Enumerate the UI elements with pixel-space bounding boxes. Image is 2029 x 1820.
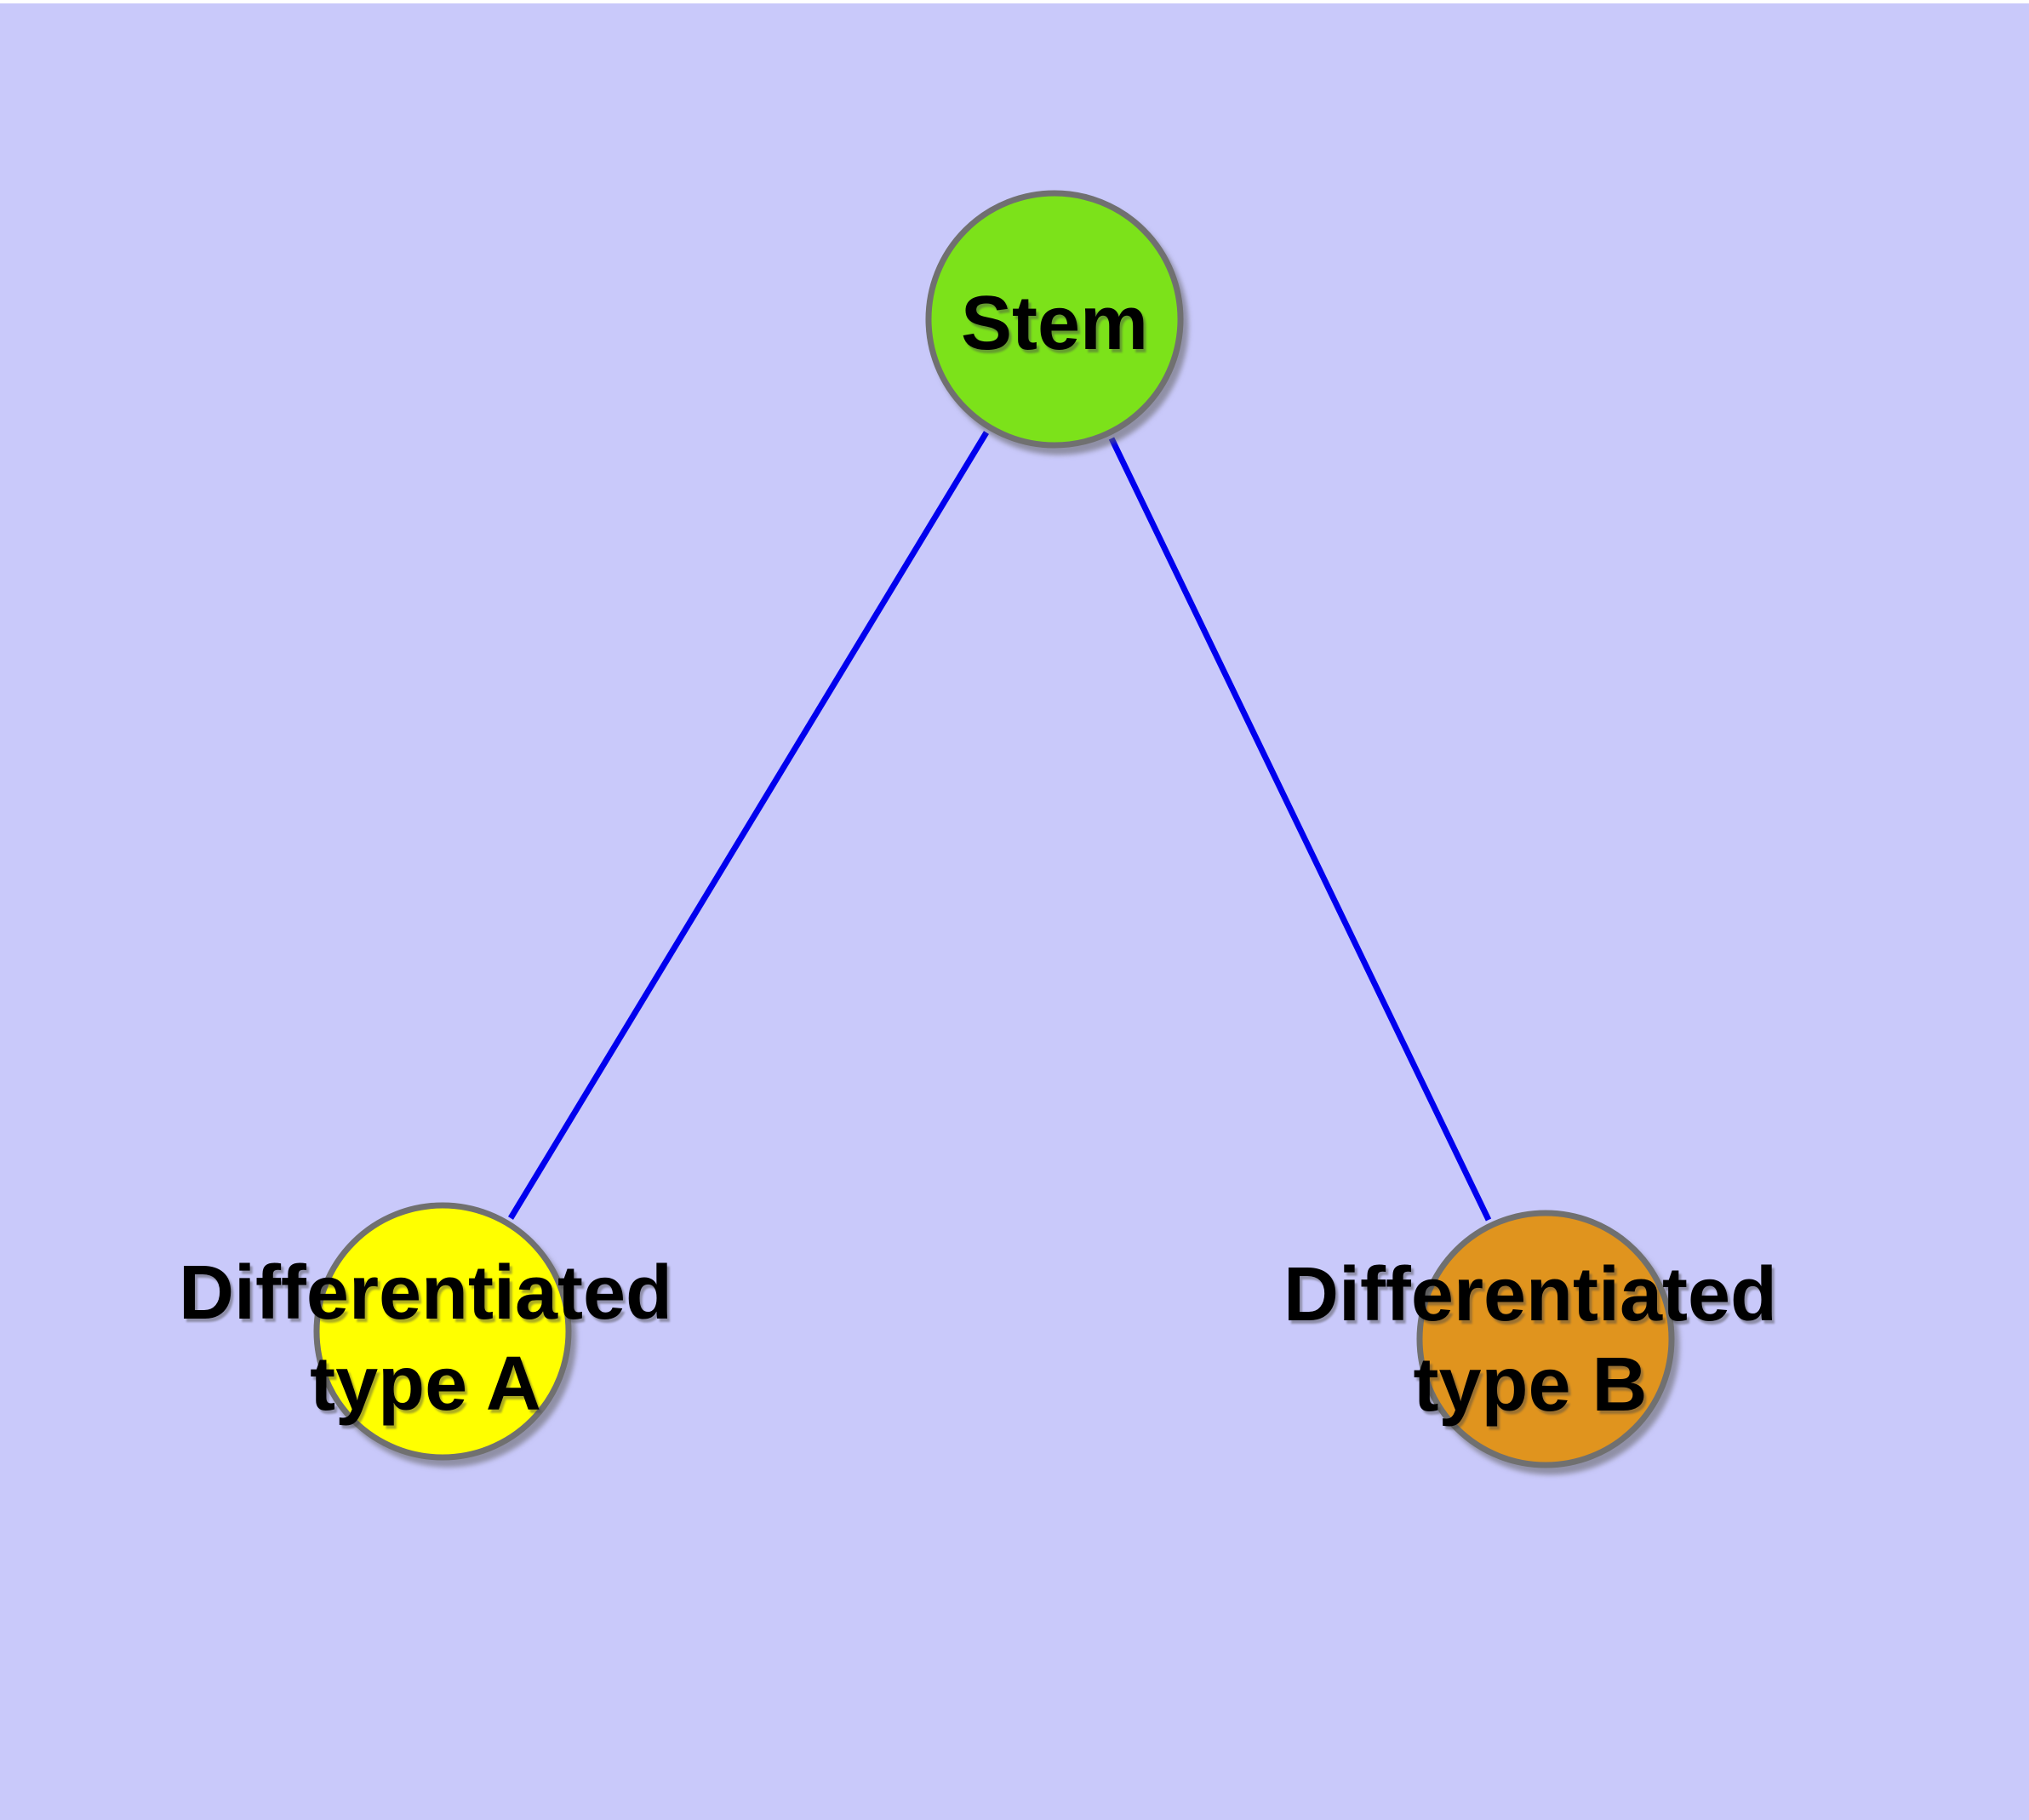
- top-margin-strip: [0, 0, 2029, 3]
- node-label-type-b-line2: type B: [1413, 1342, 1647, 1428]
- node-label-stem: Stem: [961, 281, 1148, 366]
- node-stem: [925, 190, 1184, 449]
- node-label-type-a-line1: Differentiated: [179, 1251, 672, 1336]
- node-differentiated-type-b: [1416, 1210, 1675, 1468]
- node-label-type-b-line1: Differentiated: [1283, 1252, 1777, 1337]
- node-label-type-a-line2: type A: [310, 1342, 541, 1427]
- edge-layer: [508, 431, 1492, 1222]
- node-layer: [313, 190, 1675, 1468]
- label-layer: Stem Differentiated type A Differentiate…: [179, 281, 1777, 1428]
- edge-stem-to-type-b: [1108, 437, 1492, 1222]
- node-differentiated-type-a: [313, 1202, 572, 1461]
- edge-stem-to-type-a: [508, 431, 989, 1220]
